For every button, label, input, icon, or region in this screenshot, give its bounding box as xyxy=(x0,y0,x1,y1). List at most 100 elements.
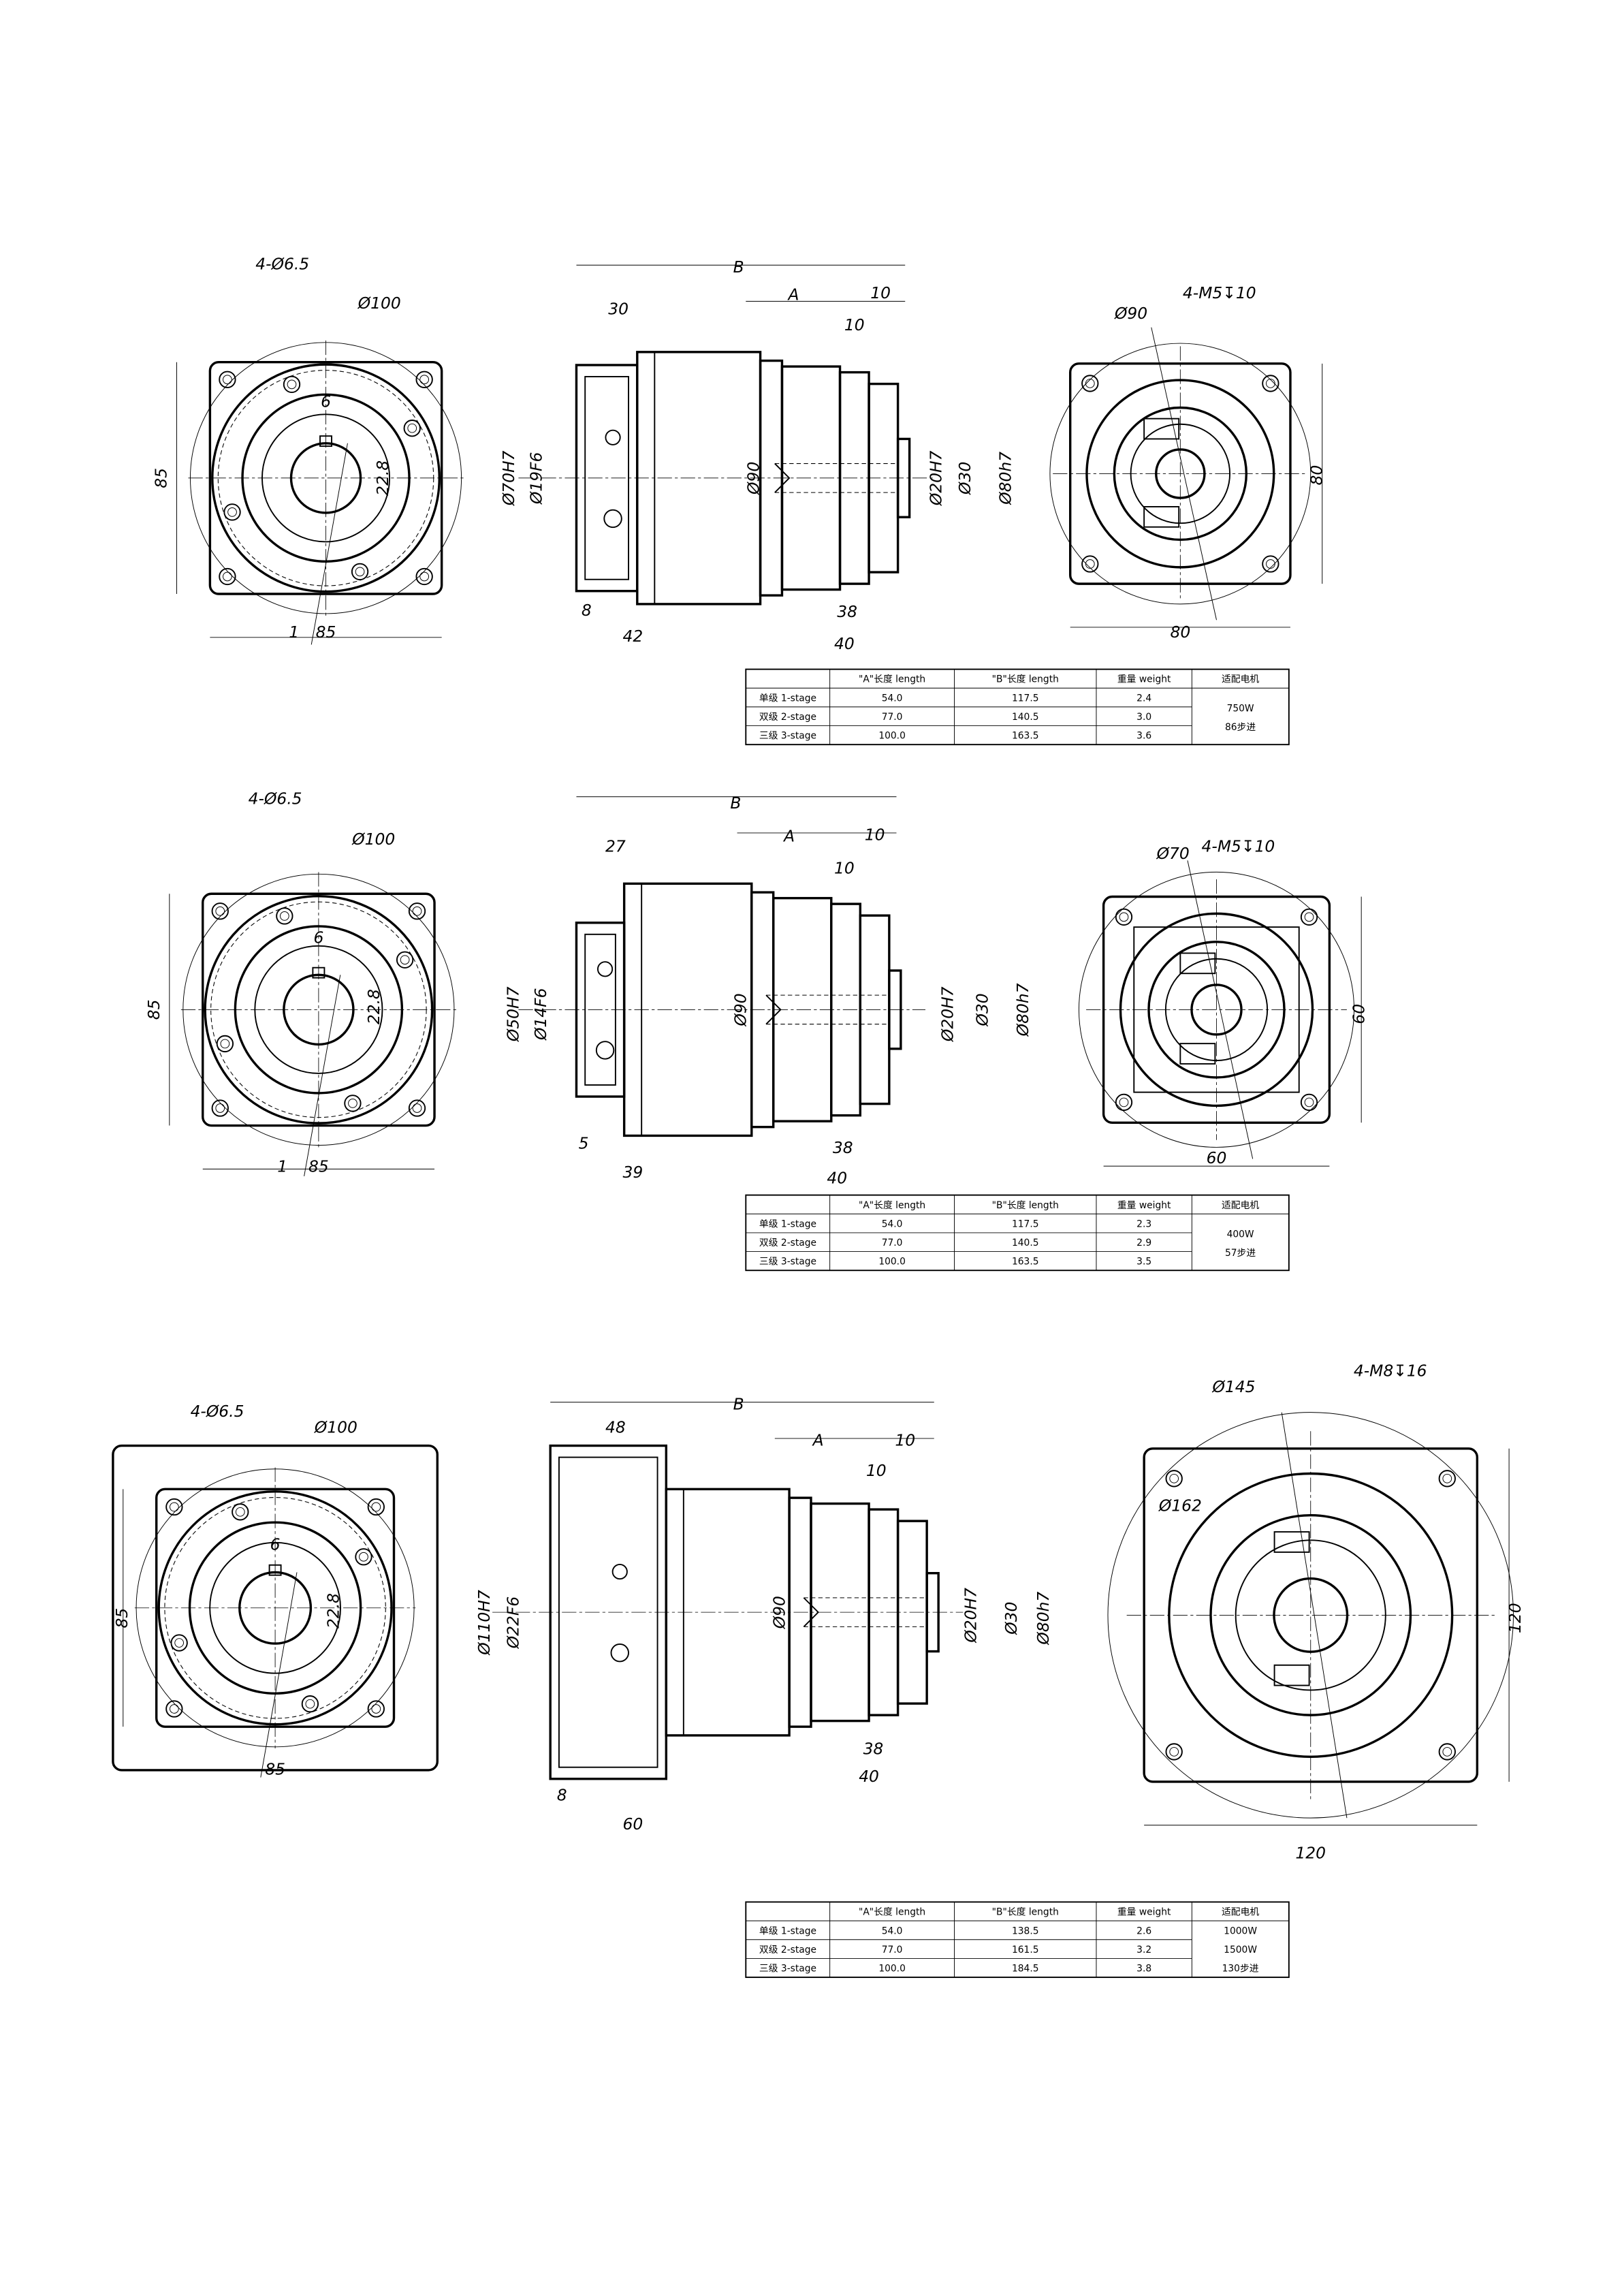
mount-hole xyxy=(1300,908,1318,926)
output-hub xyxy=(1209,1513,1412,1716)
dimension-label: Ø100 xyxy=(357,294,401,313)
bolt-hole-inner xyxy=(235,1507,245,1517)
mount-hole-inner xyxy=(1266,379,1275,388)
table-cell-b: 163.5 xyxy=(1012,1257,1039,1268)
bolt-hole-inner xyxy=(174,1638,185,1648)
table-cell-a: 54.0 xyxy=(882,693,903,704)
mount-hole xyxy=(211,1099,229,1117)
center-drill xyxy=(774,462,791,493)
dimension-label: Ø22F6 xyxy=(503,1597,522,1649)
mount-hole xyxy=(408,1099,426,1117)
table-cell-b: 138.5 xyxy=(1012,1925,1039,1936)
table-motor: 57步进 xyxy=(1225,1248,1256,1259)
dimension-label: Ø50H7 xyxy=(503,986,522,1042)
mount-hole xyxy=(165,1700,183,1718)
mount-hole-inner xyxy=(419,571,430,582)
dimension-label: Ø80h7 xyxy=(1034,1592,1053,1646)
mount-hole xyxy=(1165,1470,1183,1488)
leader-line xyxy=(1187,860,1254,1159)
dimension-label: 10 xyxy=(895,1431,915,1450)
dimension-label: 60 xyxy=(623,1814,643,1834)
dimension-label: Ø20H7 xyxy=(961,1588,980,1644)
table-cell-stage: 单级 1-stage xyxy=(759,693,816,704)
bolt-hole-inner xyxy=(227,507,237,517)
table-cell-weight: 3.0 xyxy=(1136,712,1151,723)
table-cell-a: 77.0 xyxy=(882,1238,903,1248)
mount-hole xyxy=(367,1498,385,1516)
mount-hole-inner xyxy=(412,906,422,916)
mount-hole-inner xyxy=(1119,912,1129,922)
clamp-screw xyxy=(605,429,621,445)
mount-hole-inner xyxy=(215,906,225,916)
bolt-hole-inner xyxy=(355,567,365,577)
dimension-label: Ø80h7 xyxy=(996,452,1015,505)
dimension-label: Ø20H7 xyxy=(926,450,945,506)
bolt-hole xyxy=(283,375,301,394)
bolt-hole-inner xyxy=(305,1699,315,1709)
mount-hole-inner xyxy=(1119,1097,1129,1107)
mount-hole xyxy=(415,567,433,586)
bolt-hole xyxy=(403,420,421,437)
mount-hole xyxy=(1081,555,1099,573)
mount-hole xyxy=(1438,1743,1456,1761)
table-motor: 130步进 xyxy=(1222,1964,1259,1975)
dimension-label: 10 xyxy=(865,825,885,845)
dimension-label: Ø100 xyxy=(351,830,395,849)
dimension-label: 30 xyxy=(608,300,629,319)
table-cell-stage: 三级 3-stage xyxy=(759,731,816,742)
dimension-label: 8 xyxy=(582,601,592,620)
dimension-label: 80 xyxy=(1307,465,1326,486)
dimension-label: Ø90 xyxy=(731,993,750,1026)
pcd-circle xyxy=(1078,871,1355,1148)
dimension-label: 80 xyxy=(1170,623,1190,642)
dimension-label: 60 xyxy=(1207,1148,1227,1167)
dimension-label: 8 xyxy=(557,1786,567,1805)
dimension-label: Ø20H7 xyxy=(938,986,957,1042)
table-motor: 400W xyxy=(1227,1229,1254,1240)
dimension-label: 5 xyxy=(579,1134,589,1153)
table-cell-b: 117.5 xyxy=(1012,1218,1039,1229)
bolt-hole-inner xyxy=(407,423,417,433)
dimension-label: 6 xyxy=(270,1535,281,1554)
square-flange xyxy=(208,361,443,595)
clamp-screw xyxy=(597,961,614,977)
dimension-label: 39 xyxy=(623,1163,643,1182)
dimension-label: 85 xyxy=(112,1608,131,1629)
bolt-hole xyxy=(216,1035,234,1053)
bolt-hole xyxy=(170,1634,188,1652)
mount-hole xyxy=(367,1700,385,1718)
bolt-hole-inner xyxy=(279,911,289,921)
dimension-label: 22.8 xyxy=(364,989,383,1024)
mount-hole xyxy=(1262,375,1279,392)
dimension-label: Ø90 xyxy=(770,1596,789,1629)
table-cell-stage: 单级 1-stage xyxy=(759,1925,816,1936)
dimension-label: 40 xyxy=(859,1767,879,1786)
leader-line xyxy=(1281,1412,1348,1819)
dimension-label: 38 xyxy=(833,1138,853,1157)
table-cell-stage: 双级 2-stage xyxy=(759,1238,816,1248)
bolt-hole xyxy=(355,1548,372,1566)
table-cell-b: 163.5 xyxy=(1012,731,1039,742)
table-header: 重量 weight xyxy=(1117,1907,1171,1918)
coupling-clamp xyxy=(1179,952,1216,975)
dimension-label: 4-M5↧10 xyxy=(1202,837,1275,856)
dimension-label: 85 xyxy=(316,623,336,642)
table-motor: 1000W xyxy=(1224,1925,1257,1936)
dimension-label: 10 xyxy=(844,315,865,334)
mount-hole-inner xyxy=(1169,1747,1179,1757)
table-cell-stage: 三级 3-stage xyxy=(759,1257,816,1268)
clamp-screw xyxy=(610,1643,629,1663)
dimension-label: Ø100 xyxy=(314,1417,357,1436)
bolt-hole-inner xyxy=(348,1099,357,1108)
table-cell-a: 54.0 xyxy=(882,1925,903,1936)
table-cell-weight: 3.6 xyxy=(1136,731,1151,742)
mount-hole xyxy=(1300,1093,1318,1112)
mount-hole-inner xyxy=(1085,379,1095,388)
table-cell-a: 54.0 xyxy=(882,1218,903,1229)
dimension-label: 6 xyxy=(313,928,323,947)
dimension-label: 1 xyxy=(277,1157,287,1176)
table-cell-stage: 单级 1-stage xyxy=(759,1218,816,1229)
mount-hole-inner xyxy=(412,1103,422,1113)
dimension-label: 38 xyxy=(863,1740,884,1759)
